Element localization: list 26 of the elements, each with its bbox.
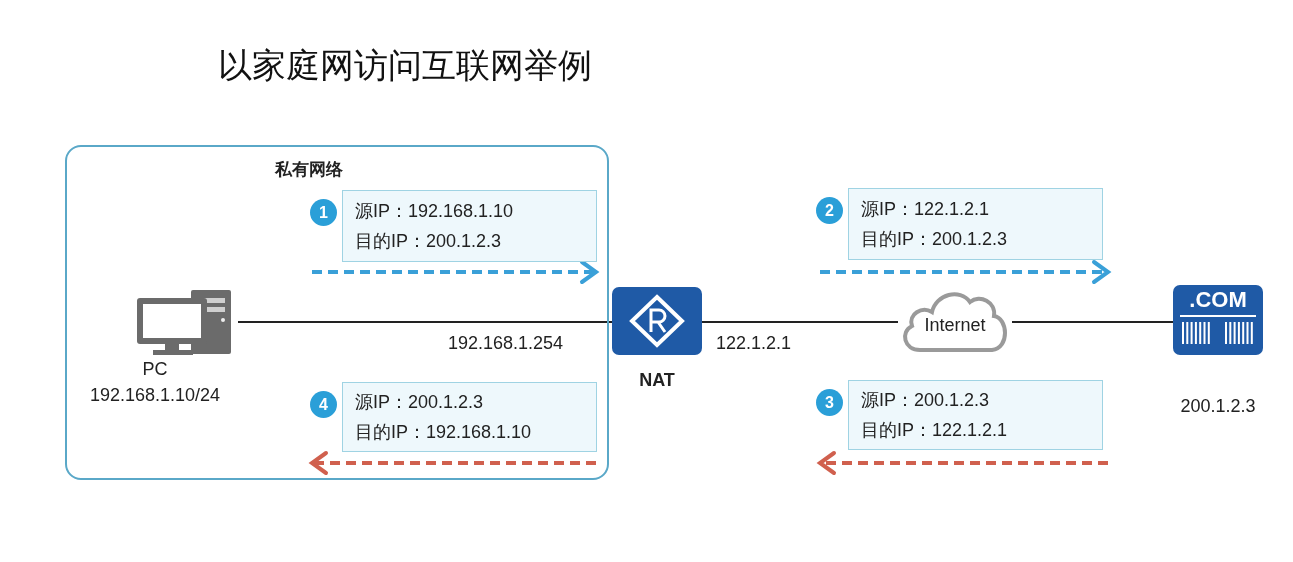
ip-text: 目的IP：200.1.2.3 bbox=[355, 230, 503, 253]
diagram-title: 以家庭网访问互联网举例 bbox=[218, 45, 592, 86]
web-server-icon: .COM bbox=[1173, 285, 1263, 355]
interface-ip-label: 122.1.2.1 bbox=[716, 332, 792, 355]
ip-text: 目的IP：122.1.2.1 bbox=[861, 419, 1009, 442]
interface-ip-label: 192.168.1.254 bbox=[448, 332, 564, 355]
step-number-badge: 1 bbox=[310, 199, 337, 226]
ip-text: 源IP：200.1.2.3 bbox=[861, 389, 991, 412]
ip-text: 源IP：200.1.2.3 bbox=[355, 391, 485, 414]
ip-text: 源IP：122.1.2.1 bbox=[861, 198, 991, 221]
device-label: PC bbox=[142, 358, 168, 381]
network-link bbox=[237, 321, 613, 323]
cloud-label: Internet bbox=[924, 313, 986, 337]
region-title: 私有网络 bbox=[275, 159, 343, 181]
step-number-badge: 4 bbox=[310, 391, 337, 418]
ip-text: 源IP：192.168.1.10 bbox=[355, 200, 515, 223]
device-label: NAT bbox=[639, 369, 675, 391]
step-number-badge: 3 bbox=[816, 389, 843, 416]
step-number-badge: 2 bbox=[816, 197, 843, 224]
ip-text: 目的IP：192.168.1.10 bbox=[355, 421, 533, 444]
ip-text: 目的IP：200.1.2.3 bbox=[861, 228, 1009, 251]
network-region bbox=[65, 145, 609, 480]
device-label: 192.168.1.10/24 bbox=[89, 384, 221, 407]
network-link bbox=[1011, 321, 1174, 323]
ip-address-label: 200.1.2.3 bbox=[1180, 395, 1256, 418]
network-link bbox=[701, 321, 899, 323]
